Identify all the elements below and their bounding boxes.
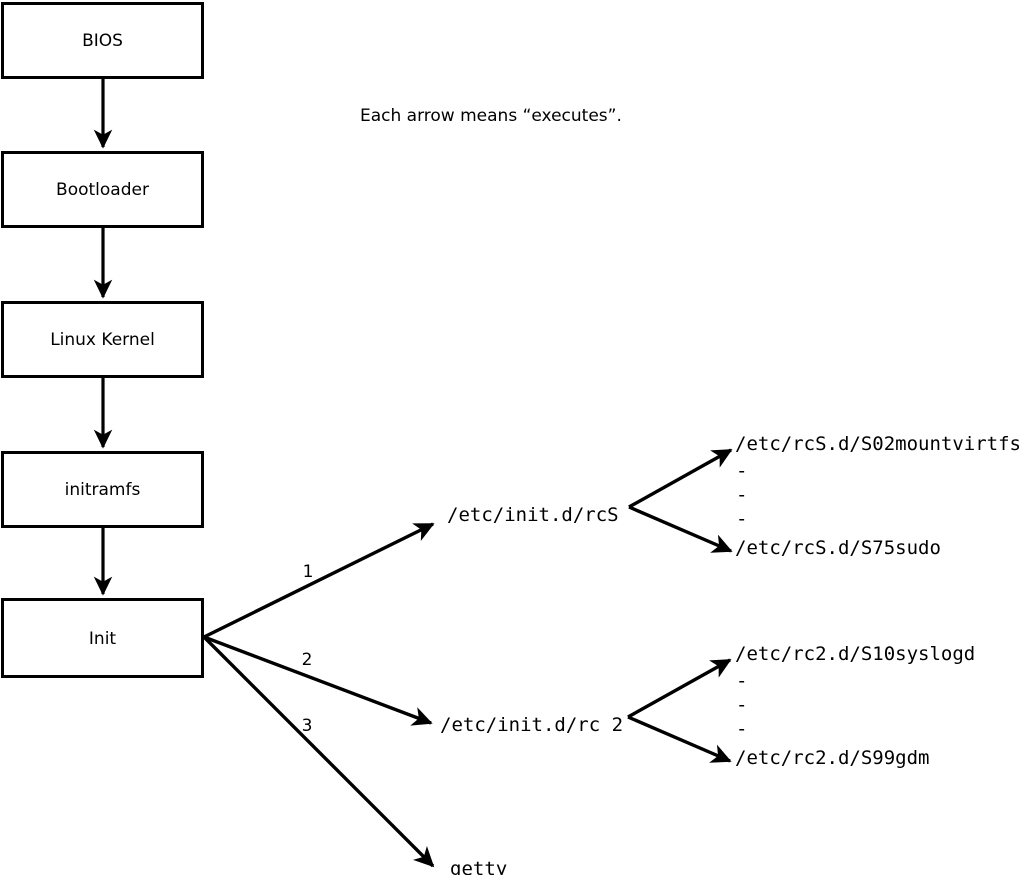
bios-label: BIOS <box>82 31 123 51</box>
rcs-script-label: /etc/init.d/rcS <box>447 504 619 526</box>
node-bios[interactable]: BIOS <box>1 2 204 79</box>
initramfs-label: initramfs <box>65 480 141 500</box>
rcs-ellipsis-dash-1: - <box>736 460 747 482</box>
branch-number-1: 1 <box>303 562 314 582</box>
arrow-rc2-to-last-script <box>627 715 732 763</box>
rc2-script-label: /etc/init.d/rc 2 <box>440 714 623 736</box>
init-label: Init <box>89 629 117 649</box>
rc2-last-script: /etc/rc2.d/S99gdm <box>735 747 929 769</box>
arrow-rcs-to-first-script <box>628 448 733 509</box>
rcs-ellipsis-dash-2: - <box>736 484 747 506</box>
rc2-ellipsis-dash-3: - <box>736 718 747 740</box>
rc2-ellipsis-dash-1: - <box>736 670 747 692</box>
node-linux-kernel[interactable]: Linux Kernel <box>1 301 204 378</box>
node-initramfs[interactable]: initramfs <box>1 451 204 528</box>
rc2-ellipsis-dash-2: - <box>736 694 747 716</box>
init-fanout-arrows <box>202 522 435 868</box>
rcs-last-script: /etc/rcS.d/S75sudo <box>735 537 941 559</box>
branch-number-3: 3 <box>302 716 313 736</box>
arrow-rcs-to-last-script <box>628 505 733 553</box>
branch-number-2: 2 <box>302 650 313 670</box>
initramfs-box[interactable] <box>1 451 204 528</box>
linux-kernel-box[interactable] <box>1 301 204 378</box>
caption-text: Each arrow means “executes”. <box>360 106 622 126</box>
init-box[interactable] <box>1 598 204 678</box>
arrow-rc2-to-first-script <box>627 658 732 719</box>
getty-label: getty <box>450 858 507 875</box>
bios-box[interactable] <box>1 2 204 79</box>
rc2-fanout-arrows <box>627 658 732 763</box>
rcs-first-script: /etc/rcS.d/S02mountvirtfs <box>735 433 1021 455</box>
bootloader-box[interactable] <box>1 151 204 228</box>
arrow-init-to-rcs <box>203 522 435 639</box>
arrow-init-to-rc2 <box>203 635 433 726</box>
bootloader-label: Bootloader <box>56 180 149 200</box>
rc2-first-script: /etc/rc2.d/S10syslogd <box>735 643 975 665</box>
arrow-init-to-getty <box>202 635 435 868</box>
linux-kernel-label: Linux Kernel <box>50 330 155 350</box>
init-fanout-numbers: 1 2 3 <box>302 562 314 736</box>
rcs-ellipsis-dash-3: - <box>736 508 747 530</box>
boot-chain-group: BIOS Bootloader Linux Kernel initramfs I… <box>1 2 204 678</box>
rcs-fanout-arrows <box>628 448 733 553</box>
node-bootloader[interactable]: Bootloader <box>1 151 204 228</box>
node-init[interactable]: Init <box>1 598 204 678</box>
